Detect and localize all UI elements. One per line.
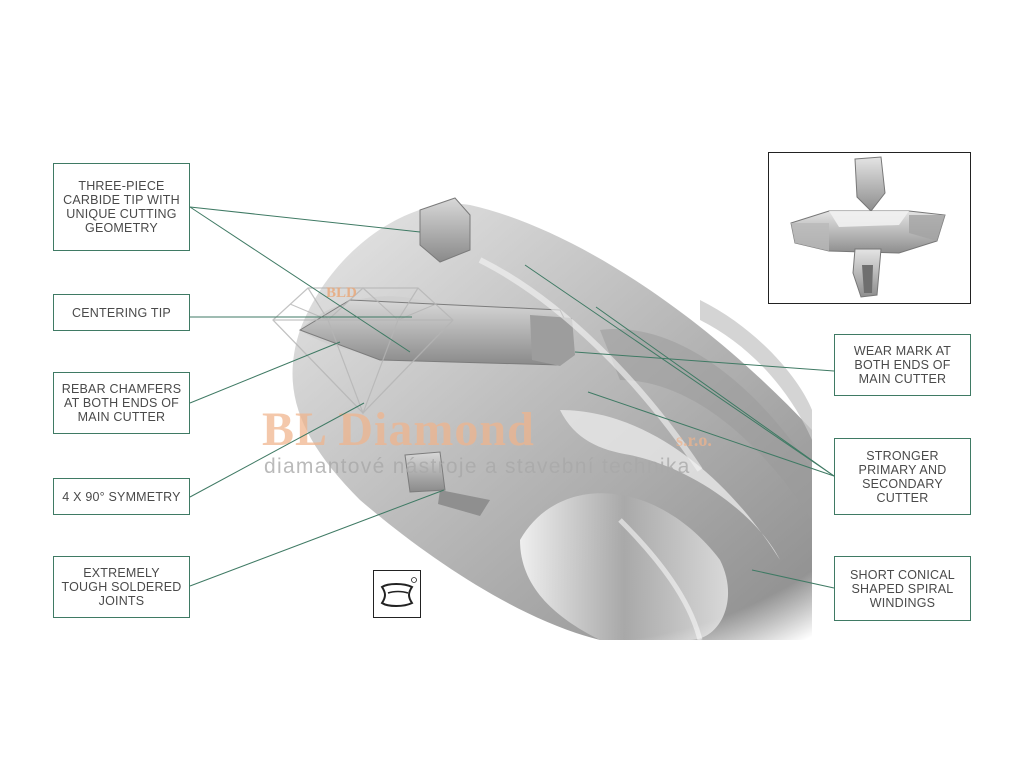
leader-spiral [751,569,835,589]
drill-head-crosscut-icon [790,156,946,298]
watermark-tagline: diamantové nástroje a stavební technika [264,455,691,478]
leader-three-piece-2 [189,206,411,353]
watermark-brand: BL Diamond [262,403,535,456]
watermark-logo-text: BLD [326,285,357,301]
leader-rebar-chamfers [189,341,341,404]
leader-stronger-3 [587,391,835,477]
leader-stronger-2 [595,306,835,477]
watermark-suffix: s.r.o. [676,430,712,450]
label-three-piece-carbide-tip: THREE-PIECE CARBIDE TIP WITH UNIQUE CUTT… [53,163,190,251]
label-stronger-cutter: STRONGER PRIMARY AND SECONDARY CUTTER [834,438,971,515]
label-wear-mark: WEAR MARK AT BOTH ENDS OF MAIN CUTTER [834,334,971,396]
label-rebar-chamfers: REBAR CHAMFERS AT BOTH ENDS OF MAIN CUTT… [53,372,190,434]
leader-soldered-joints [189,489,445,587]
label-soldered-joints: EXTREMELY TOUGH SOLDERED JOINTS [53,556,190,618]
label-centering-tip: CENTERING TIP [53,294,190,331]
watermark-diamond-logo [272,287,454,415]
inset-drill-head-image [768,152,971,304]
leader-wear-mark [574,351,835,372]
label-spiral-windings: SHORT CONICAL SHAPED SPIRAL WINDINGS [834,556,971,621]
leader-stronger-1 [524,264,835,477]
sds-shank-symbol [373,570,421,618]
label-symmetry: 4 X 90° SYMMETRY [53,478,190,515]
leader-symmetry [189,402,365,498]
leader-three-piece-1 [189,206,421,233]
sds-plus-shank-icon [380,577,417,607]
